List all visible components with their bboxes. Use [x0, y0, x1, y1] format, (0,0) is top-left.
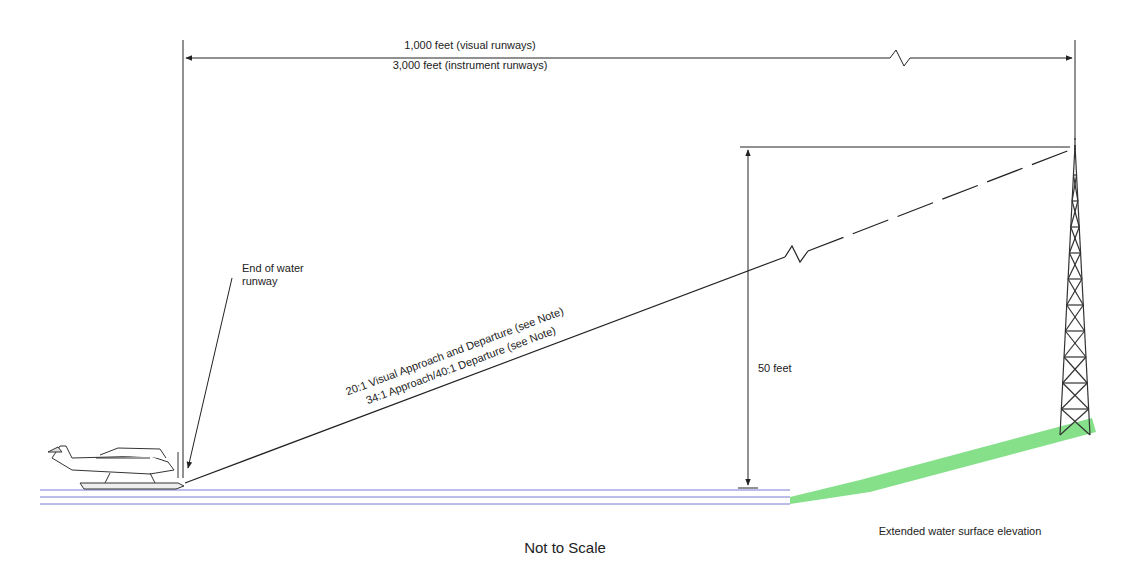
- callout-label: End of water runway: [242, 262, 322, 288]
- dimension-label: 3,000 feet (instrument runways): [390, 59, 551, 72]
- tower-symbol: [1060, 138, 1090, 435]
- caption: Not to Scale: [524, 539, 606, 557]
- dimension-label: 50 feet: [758, 362, 792, 375]
- water-surface: [40, 490, 790, 504]
- note-label: Extended water surface elevation: [879, 525, 1042, 538]
- surface-label: 34:1 Approach/40:1 Departure (see Note): [364, 324, 558, 407]
- ground-slope: [790, 418, 1096, 504]
- leader-line: [188, 278, 232, 468]
- vertical-dimension: [738, 147, 1070, 488]
- horizontal-dimension: [183, 40, 1075, 478]
- approach-surface: [185, 148, 1075, 483]
- seaplane-symbol: [48, 446, 184, 489]
- dimension-label: 1,000 feet (visual runways): [401, 39, 538, 52]
